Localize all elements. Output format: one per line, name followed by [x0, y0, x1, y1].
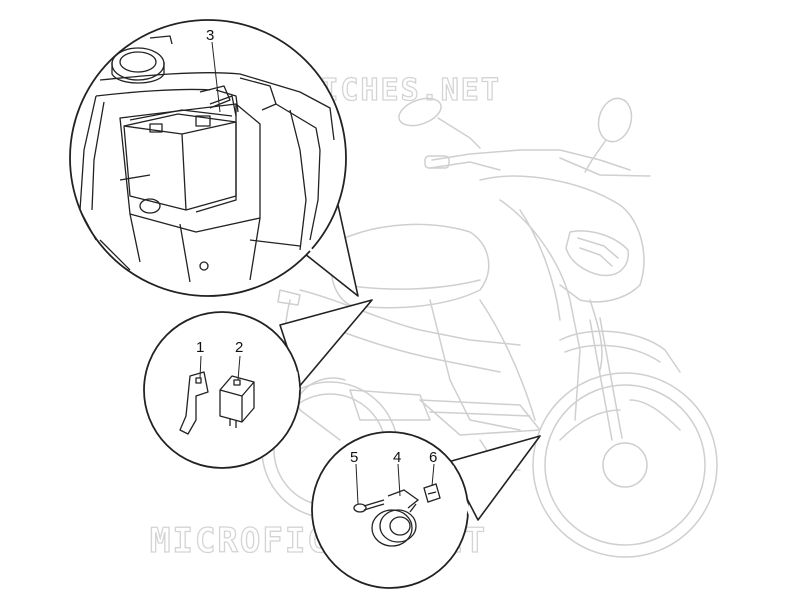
- detail-bubble-relay: 1 2: [143, 299, 373, 469]
- callout-label-5: 5: [350, 449, 358, 466]
- detail-bubble-horn: 5 4 6: [311, 431, 541, 589]
- callout-label-2: 1: [196, 339, 204, 356]
- bubble-circle-battery: [69, 19, 347, 297]
- leader-line-1: [237, 355, 241, 381]
- callout-label-3: 3: [206, 27, 214, 44]
- callout-label-1: 2: [235, 339, 243, 356]
- horn-part: [371, 489, 420, 547]
- leader-line-6: [431, 463, 435, 487]
- detail-bubble-battery: 3: [69, 19, 359, 297]
- leader-line-4: [397, 463, 401, 497]
- callout-label-6: 6: [429, 449, 437, 466]
- screw-part: [353, 499, 385, 513]
- leader-line-2: [199, 355, 202, 379]
- bracket-part: [179, 371, 209, 435]
- callout-label-4: 4: [393, 449, 401, 466]
- battery-compartment: [79, 35, 335, 283]
- leader-line-5: [355, 463, 359, 505]
- relay-part: [219, 375, 255, 428]
- leader-line-3: [211, 41, 221, 113]
